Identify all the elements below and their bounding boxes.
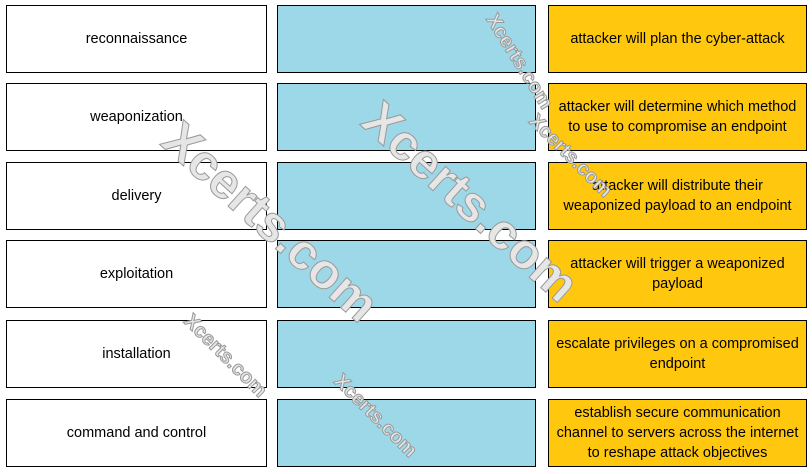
drop-target[interactable] [277,320,536,388]
description-answer-box[interactable]: attacker will plan the cyber-attack [548,5,807,73]
stage-label: reconnaissance [85,31,188,47]
stage-description: establish secure communication channel t… [556,405,799,461]
stage-label: exploitation [99,266,174,282]
description-answer-box[interactable]: escalate privileges on a compromised end… [548,320,807,388]
stage-description: escalate privileges on a compromised end… [556,336,799,372]
stage-label-box[interactable]: exploitation [6,240,267,308]
stage-label: delivery [111,188,162,204]
stage-label-box[interactable]: command and control [6,399,267,467]
stage-label: installation [102,346,171,362]
description-answer-box[interactable]: attacker will trigger a weaponized paylo… [548,240,807,308]
stage-description: attacker will determine which method to … [558,99,797,135]
stage-label-box[interactable]: weaponization [6,83,267,151]
description-answer-box[interactable]: establish secure communication channel t… [548,399,807,467]
stage-label-box[interactable]: delivery [6,162,267,230]
stage-label-box[interactable]: installation [6,320,267,388]
stage-description: attacker will trigger a weaponized paylo… [570,256,785,292]
drop-target[interactable] [277,5,536,73]
stage-label: command and control [66,425,207,441]
drop-target[interactable] [277,240,536,308]
stage-description: attacker will distribute their weaponize… [563,178,792,214]
stage-label: weaponization [90,109,183,125]
drop-target[interactable] [277,162,536,230]
description-answer-box[interactable]: attacker will determine which method to … [548,83,807,151]
stage-label-box[interactable]: reconnaissance [6,5,267,73]
drop-target[interactable] [277,83,536,151]
description-answer-box[interactable]: attacker will distribute their weaponize… [548,162,807,230]
drop-target[interactable] [277,399,536,467]
stage-description: attacker will plan the cyber-attack [570,31,785,47]
